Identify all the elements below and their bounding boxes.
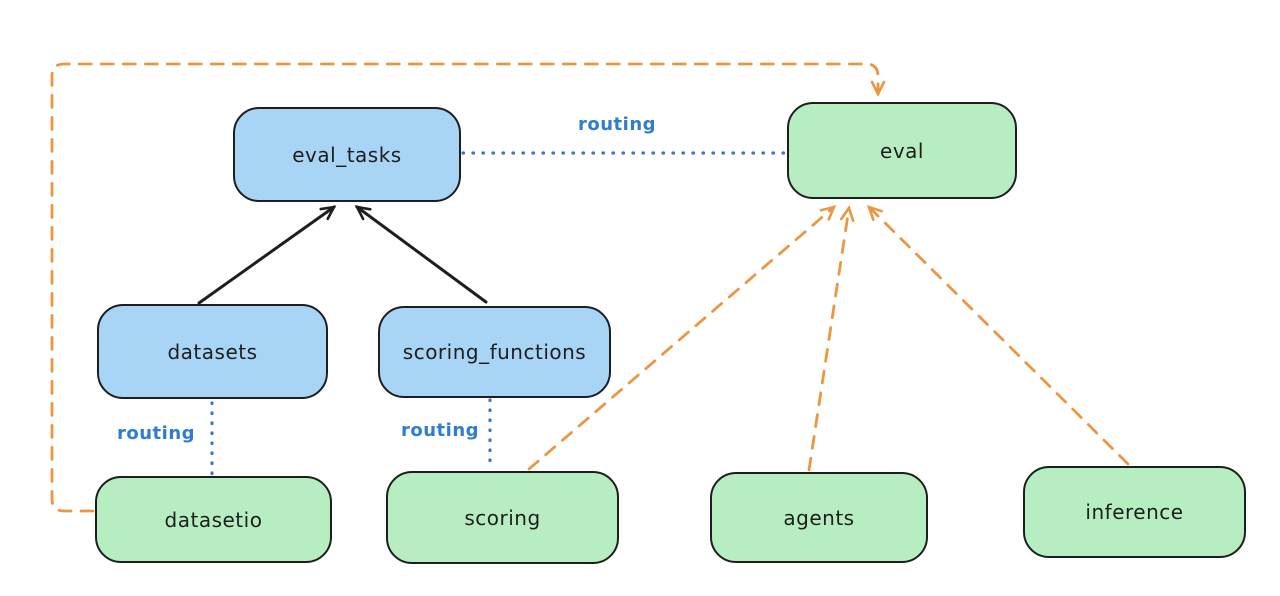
node-datasets: datasets xyxy=(97,304,328,399)
edge-datasets-to-eval_tasks xyxy=(197,205,337,305)
edge-agents-to-eval xyxy=(807,205,855,472)
edge-inference-to-eval xyxy=(866,204,1130,466)
edge-datasetio-to-eval xyxy=(50,62,886,513)
edge-label-routing-datasets-datasetio: routing xyxy=(117,423,196,444)
node-agents-label: agents xyxy=(783,505,855,530)
node-datasets-label: datasets xyxy=(167,339,258,364)
node-inference: inference xyxy=(1023,466,1246,558)
node-datasetio: datasetio xyxy=(95,476,332,563)
node-scoring_functions-label: scoring_functions xyxy=(402,340,587,364)
edge-scoring_functions-to-eval_tasks xyxy=(354,205,488,304)
node-agents: agents xyxy=(710,472,928,563)
node-scoring_functions: scoring_functions xyxy=(378,306,611,398)
node-eval_tasks-label: eval_tasks xyxy=(292,142,402,167)
node-scoring-label: scoring xyxy=(464,505,541,530)
edge-label-routing-eval_tasks-eval: routing xyxy=(578,114,657,135)
edge-label-routing-scoring_functions-scoring: routing xyxy=(401,420,480,441)
node-eval: eval xyxy=(787,102,1017,199)
node-eval_tasks: eval_tasks xyxy=(233,107,461,202)
edge-scoring-to-eval xyxy=(527,205,837,471)
node-eval-label: eval xyxy=(880,138,924,163)
node-datasetio-label: datasetio xyxy=(164,507,263,532)
node-scoring: scoring xyxy=(386,471,619,564)
node-inference-label: inference xyxy=(1085,500,1184,524)
